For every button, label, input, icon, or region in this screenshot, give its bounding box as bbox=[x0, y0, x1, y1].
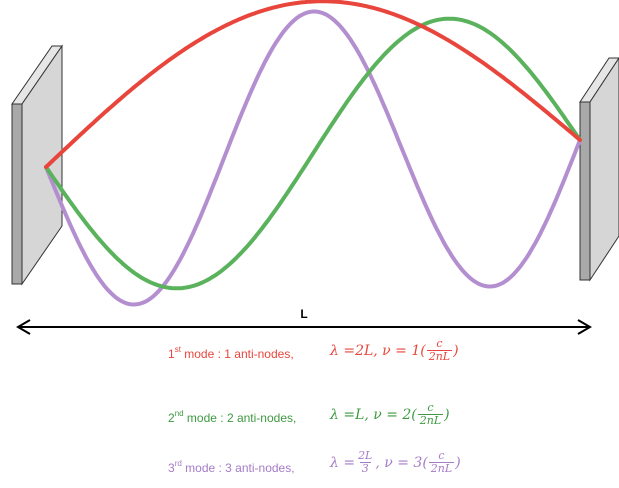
left-mirror-face bbox=[11, 103, 23, 285]
mode-1-label: 1st mode : 1 anti-nodes, bbox=[168, 345, 294, 361]
mode-1-row: 1st mode : 1 anti-nodes, λ = 2L, ν = 1( … bbox=[0, 336, 619, 376]
length-arrow bbox=[16, 319, 592, 335]
length-label: L bbox=[300, 307, 307, 321]
mode-2-row: 2nd mode : 2 anti-nodes, λ = L, ν = 2( c… bbox=[0, 398, 619, 438]
mode-2-wave bbox=[44, 16, 582, 291]
length-arrow-right-head bbox=[577, 319, 592, 335]
mode-2-label: 2nd mode : 2 anti-nodes, bbox=[168, 409, 297, 425]
right-mirror-face bbox=[579, 101, 591, 281]
mode-3-wave bbox=[44, 9, 582, 307]
left-mirror bbox=[11, 44, 63, 286]
mode-3-label: 3rd mode : 3 anti-nodes, bbox=[168, 459, 295, 475]
mode-1-wave bbox=[44, 0, 582, 169]
length-arrow-left-head bbox=[16, 319, 31, 335]
right-mirror bbox=[579, 57, 619, 282]
